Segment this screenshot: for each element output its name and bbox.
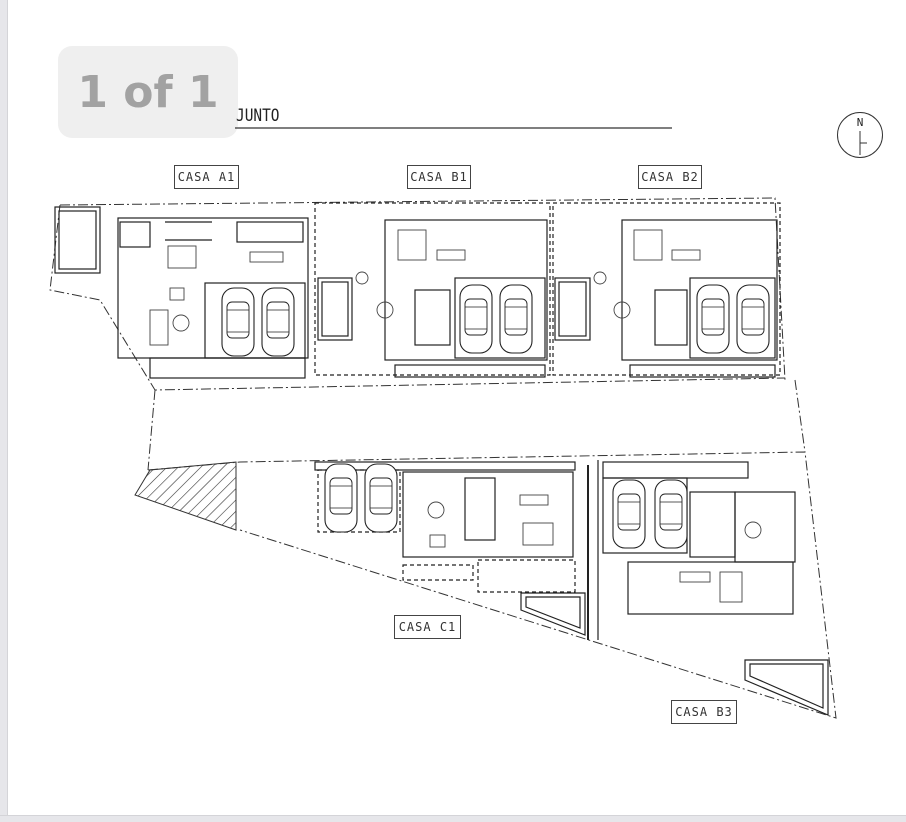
pools xyxy=(54,206,829,716)
page-indicator: 1 of 1 xyxy=(58,46,238,138)
car-icon xyxy=(696,284,730,354)
viewer-left-border xyxy=(0,0,8,821)
label-casa-b2: CASA B2 xyxy=(638,165,702,189)
drawing-title: JUNTO xyxy=(236,106,280,126)
north-arrow-icon: N xyxy=(837,112,883,158)
cars xyxy=(221,284,770,549)
car-icon xyxy=(221,287,255,357)
car-icon xyxy=(324,463,358,533)
car-icon xyxy=(736,284,770,354)
label-casa-b1: CASA B1 xyxy=(407,165,471,189)
car-icon xyxy=(459,284,493,354)
label-casa-b3: CASA B3 xyxy=(671,700,737,724)
label-casa-c1: CASA C1 xyxy=(394,615,461,639)
car-icon xyxy=(612,479,646,549)
buildings xyxy=(117,202,796,640)
car-icon xyxy=(261,287,295,357)
car-icon xyxy=(654,479,688,549)
furniture xyxy=(149,229,762,603)
property-boundaries xyxy=(49,197,837,719)
car-icon xyxy=(499,284,533,354)
hatched-area xyxy=(134,461,237,531)
north-label: N xyxy=(856,116,864,129)
label-casa-a1: CASA A1 xyxy=(174,165,239,189)
viewer-bottom-border xyxy=(0,815,906,822)
car-icon xyxy=(364,463,398,533)
